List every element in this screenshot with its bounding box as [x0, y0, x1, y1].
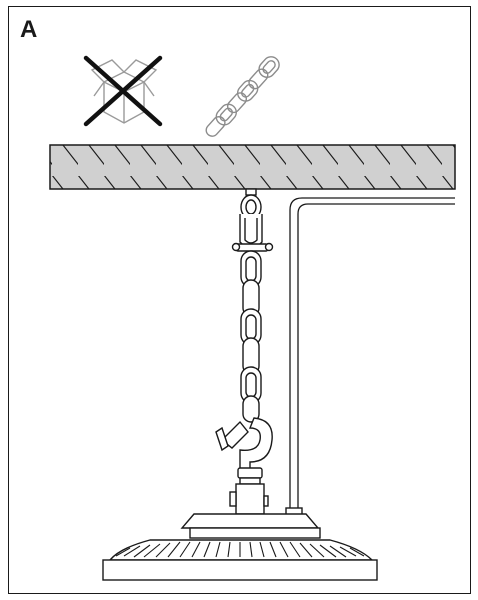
crossed-out-box-icon — [83, 55, 163, 127]
suspension-chain — [240, 250, 262, 423]
high-bay-light-fixture — [102, 483, 378, 581]
power-cable — [289, 197, 455, 512]
ceiling-block — [49, 144, 456, 190]
chain-icon — [205, 56, 280, 137]
mounting-hook — [215, 417, 273, 485]
ceiling-anchor — [231, 188, 274, 252]
panel-label: A — [20, 16, 38, 43]
